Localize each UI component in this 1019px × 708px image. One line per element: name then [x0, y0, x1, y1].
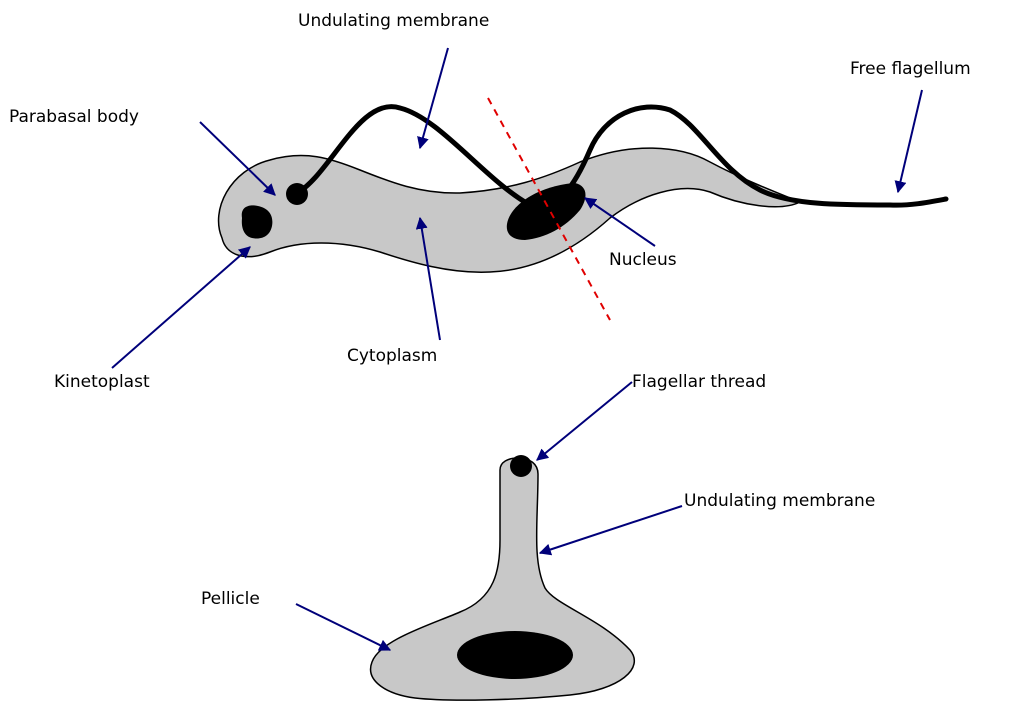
label-undulating-membrane-bottom: Undulating membrane — [684, 491, 875, 511]
label-flagellar-thread: Flagellar thread — [632, 372, 766, 392]
parabasal-body — [286, 183, 308, 205]
label-nucleus: Nucleus — [609, 250, 677, 270]
label-kinetoplast: Kinetoplast — [54, 372, 150, 392]
arrow-flagellar-thread — [537, 382, 632, 460]
arrow-pellicle — [296, 604, 390, 650]
arrow-kinetoplast — [112, 247, 250, 368]
label-parabasal-body: Parabasal body — [9, 107, 139, 127]
label-pellicle: Pellicle — [201, 589, 260, 609]
label-undulating-membrane-top: Undulating membrane — [298, 11, 489, 31]
label-free-flagellum: Free flagellum — [850, 59, 971, 79]
cell-body — [219, 148, 800, 272]
trypanosome-longitudinal-view — [219, 98, 946, 320]
label-cytoplasm: Cytoplasm — [347, 346, 437, 366]
flagellar-thread — [510, 455, 532, 477]
trypanosome-cross-section — [371, 455, 635, 700]
arrow-free-flagellum — [898, 90, 922, 192]
arrow-undulating-membrane-bottom — [540, 506, 682, 553]
cross-section-nucleus — [457, 631, 573, 679]
